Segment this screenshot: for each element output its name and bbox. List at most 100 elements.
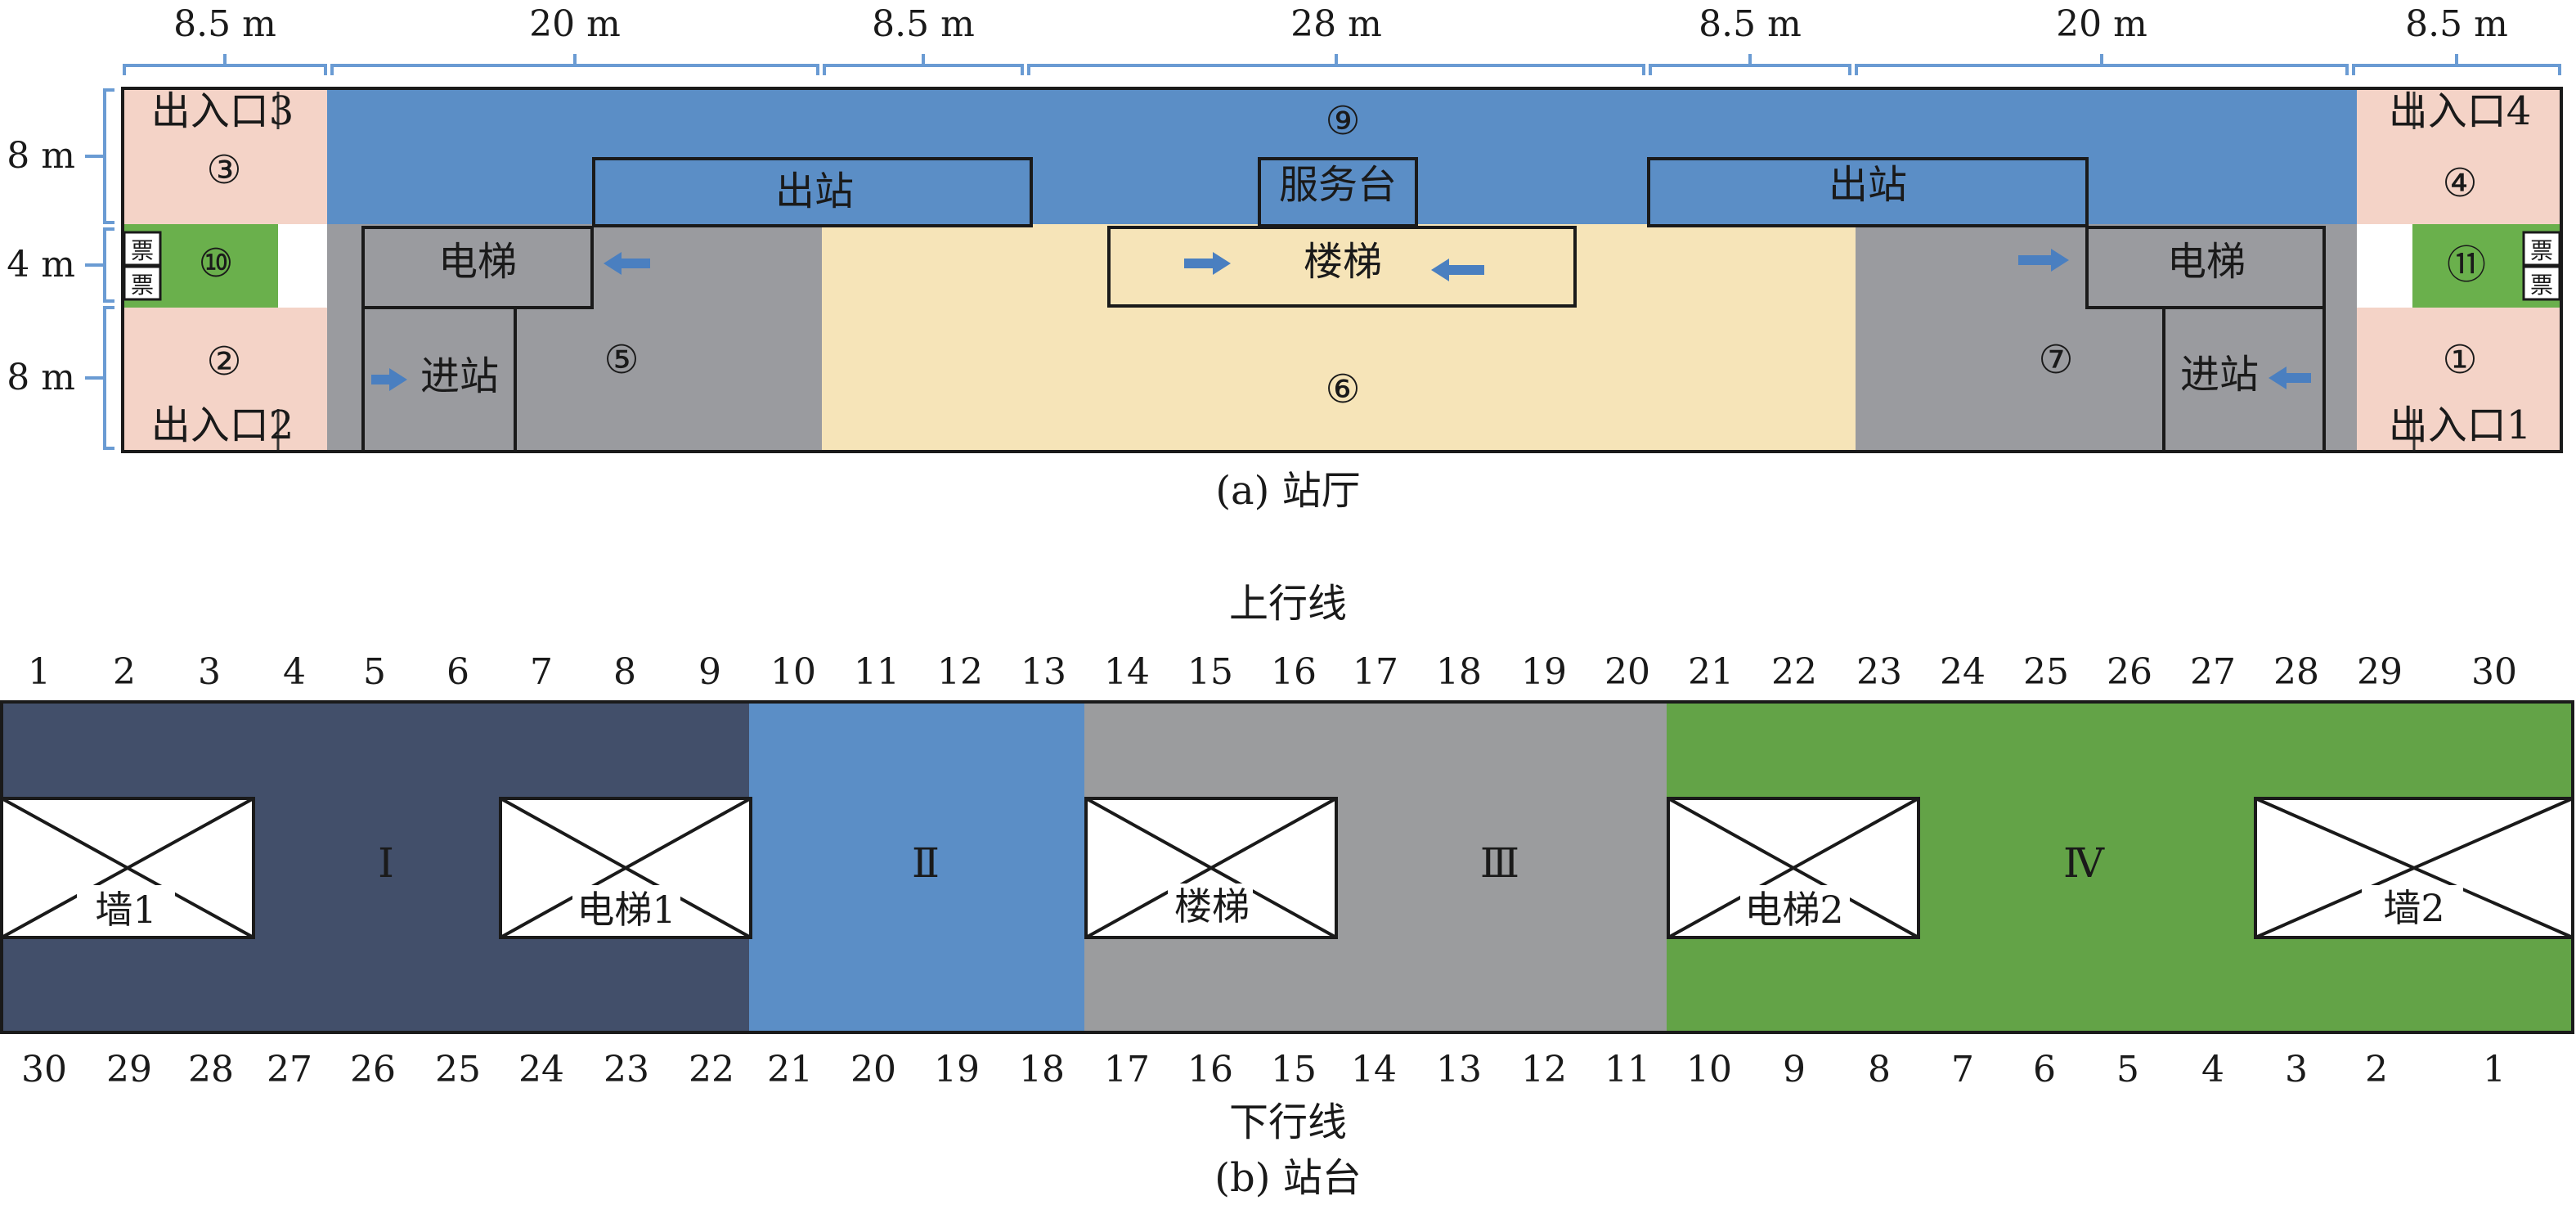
elevator-1-label: 电梯1 (577, 888, 675, 932)
ticket-box-right-bottom (2522, 265, 2561, 301)
ticket-label: 票 (2530, 237, 2553, 264)
arrow-right-icon (2018, 249, 2069, 272)
ticket-label: 票 (131, 237, 154, 264)
bottom-cell-number: 22 (689, 1049, 734, 1090)
bottom-cell-number: 11 (1604, 1049, 1650, 1090)
bottom-cell-number: 28 (188, 1049, 234, 1090)
right-elevator-outline (2085, 226, 2326, 452)
top-cell-number: 12 (937, 651, 983, 693)
hall-caption: (a) 站厅 (1215, 468, 1360, 514)
arrow-left-icon (604, 252, 650, 275)
hall-text: 出入口3 ③ ② 出入口2 出入口4 ④ ① 出入口1 ⑩ ⑪ ⑨ ⑤ ⑥ ⑦ … (151, 88, 2532, 448)
exit-left-label: 出站 (775, 169, 854, 214)
entrance-4-label: 出入口4 (2389, 88, 2532, 134)
elevator-right-label: 电梯 (2167, 239, 2246, 285)
top-cell-number: 4 (283, 651, 306, 693)
entry-left-label: 进站 (420, 353, 499, 399)
top-dimension-brackets (123, 54, 2561, 75)
zone-I-label: Ⅰ (378, 839, 394, 887)
dim-label-1: 8.5 m (173, 3, 276, 45)
top-cell-number: 26 (2107, 651, 2152, 693)
ticket-box-left-bottom (123, 265, 162, 301)
top-dimension-labels: 8.5 m 20 m 8.5 m 28 m 8.5 m 20 m 8.5 m (173, 3, 2508, 45)
bottom-cell-number: 13 (1436, 1049, 1482, 1090)
bottom-cell-number: 14 (1351, 1049, 1397, 1090)
area-9-number: ⑨ (1325, 98, 1360, 144)
bottom-cell-number: 25 (435, 1049, 481, 1090)
dim-label-3: 8.5 m (872, 3, 975, 45)
top-cell-number: 7 (530, 651, 553, 693)
zone-labels: Ⅰ Ⅱ Ⅲ Ⅳ (378, 839, 2105, 887)
bottom-cell-number: 24 (518, 1049, 564, 1090)
down-line-label: 下行线 (1229, 1099, 1347, 1145)
bottom-cell-number: 27 (267, 1049, 312, 1090)
top-cell-number: 10 (770, 651, 816, 693)
top-cell-number: 25 (2023, 651, 2069, 693)
exit-right-label: 出站 (1829, 162, 1907, 208)
stairs-label: 楼梯 (1304, 239, 1382, 285)
station-hall: 8.5 m 20 m 8.5 m 28 m 8.5 m 20 m 8.5 m 8… (7, 3, 2563, 514)
side-dim-8m-bottom: 8 m (7, 357, 75, 398)
dim-label-5: 8.5 m (1699, 3, 1802, 45)
top-cell-number: 11 (854, 651, 900, 693)
right-ticket-machines: 票 票 (2522, 231, 2561, 301)
bottom-cell-number: 19 (934, 1049, 980, 1090)
zone-II-label: Ⅱ (912, 839, 940, 887)
arrow-left-icon (1431, 259, 1484, 281)
bottom-cell-number: 6 (2033, 1049, 2056, 1090)
bottom-cell-number: 18 (1019, 1049, 1065, 1090)
entrance-4-number: ④ (2442, 160, 2477, 206)
entrance-3-number: ③ (206, 147, 241, 193)
service-desk-label: 服务台 (1279, 162, 1397, 208)
ticket-label: 票 (131, 272, 154, 299)
left-gray-concourse (327, 224, 822, 452)
bottom-cell-number: 12 (1521, 1049, 1567, 1090)
stairs-label-platform: 楼梯 (1174, 884, 1250, 928)
entrance-2-label: 出入口2 (151, 402, 294, 448)
bottom-cell-number: 2 (2365, 1049, 2388, 1090)
bottom-cell-number: 21 (767, 1049, 813, 1090)
top-cell-number: 5 (363, 651, 386, 693)
area-7-number: ⑦ (2038, 337, 2073, 383)
obstacle-labels: 墙1 电梯1 楼梯 电梯2 墙2 (77, 884, 2463, 932)
top-cell-number: 6 (447, 651, 469, 693)
side-dim-8m-top: 8 m (7, 135, 75, 177)
top-cell-number: 29 (2357, 651, 2403, 693)
top-cell-number: 22 (1771, 651, 1817, 693)
top-cell-number: 21 (1688, 651, 1734, 693)
ticket-box-right-top (2522, 231, 2561, 267)
entrance-1-label: 出入口1 (2389, 402, 2532, 448)
entrance-3-label: 出入口3 (151, 88, 294, 134)
wall-1-label: 墙1 (95, 888, 156, 932)
bottom-cell-number: 1 (2483, 1049, 2506, 1090)
up-line-label: 上行线 (1229, 581, 1347, 627)
top-cell-number: 23 (1856, 651, 1902, 693)
obstacle-wall-2 (2254, 797, 2574, 939)
area-10-number: ⑩ (198, 241, 233, 286)
exit-left-box (592, 157, 1033, 227)
bottom-cell-number: 15 (1271, 1049, 1317, 1090)
arrow-left-icon (2269, 366, 2311, 389)
top-cell-number: 15 (1187, 651, 1233, 693)
bottom-cell-number: 20 (850, 1049, 896, 1090)
arrow-right-icon (371, 368, 407, 391)
platform-zone-2 (749, 702, 1084, 1032)
top-cell-number: 14 (1104, 651, 1150, 693)
top-cell-number: 27 (2190, 651, 2236, 693)
top-cell-number: 30 (2471, 651, 2517, 693)
top-cell-number: 3 (198, 651, 221, 693)
corridor-area-9 (327, 88, 2357, 224)
obstacle-wall-1 (0, 797, 255, 939)
bottom-cell-number: 23 (604, 1049, 649, 1090)
top-cell-number: 9 (698, 651, 721, 693)
bottom-cell-number: 30 (21, 1049, 67, 1090)
stair-area-6 (822, 224, 1856, 452)
bottom-cell-number: 9 (1783, 1049, 1806, 1090)
platform-caption: (b) 站台 (1214, 1155, 1361, 1201)
dim-label-7: 8.5 m (2405, 3, 2508, 45)
stairs-box (1107, 226, 1577, 308)
bottom-cell-number: 7 (1951, 1049, 1974, 1090)
